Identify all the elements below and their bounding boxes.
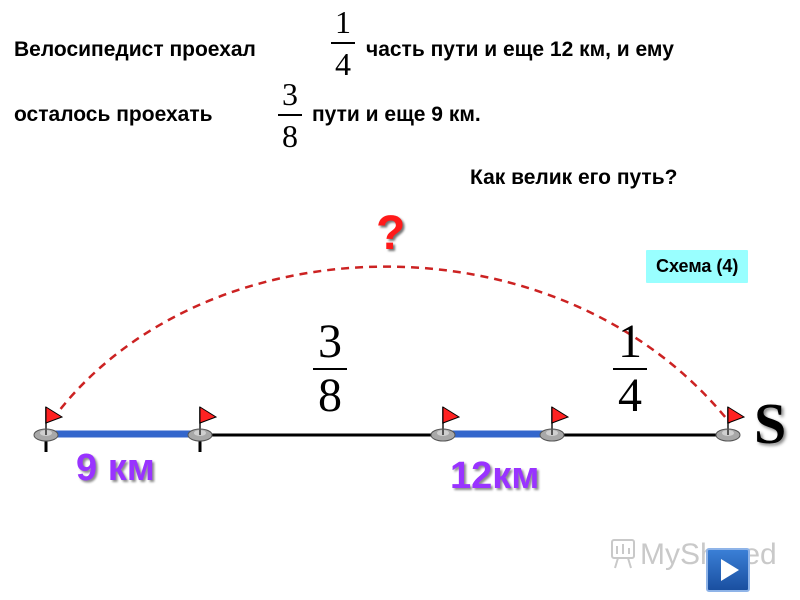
flag-icon xyxy=(539,406,570,442)
segment-9km-label: 9 км xyxy=(76,447,155,489)
next-arrow-icon xyxy=(721,559,739,581)
fraction-one-quarter-diagram: 1 4 xyxy=(612,318,648,420)
fraction-three-eighths-diagram: 3 8 xyxy=(312,318,348,420)
flag-icon xyxy=(715,406,746,442)
problem-line2-part1: осталось проехать xyxy=(14,103,213,126)
schema-badge[interactable]: Схема (4) xyxy=(646,250,749,283)
next-slide-button[interactable] xyxy=(706,548,750,592)
fraction-numerator: 3 xyxy=(318,315,342,368)
problem-line1-part1: Велосипедист проехал xyxy=(14,38,256,61)
fraction-bar xyxy=(613,368,647,370)
fraction-denominator: 4 xyxy=(335,46,351,82)
total-path-label: S xyxy=(754,391,787,456)
fraction-numerator: 1 xyxy=(335,4,351,40)
flag-icon xyxy=(33,406,64,442)
segment-12km-label: 12км xyxy=(450,455,540,497)
question-mark: ? xyxy=(376,207,406,260)
problem-line1-part2: часть пути и еще 12 км, и ему xyxy=(366,38,674,61)
fraction-bar xyxy=(331,42,355,44)
watermark-logo-icon xyxy=(611,539,635,569)
question-text: Как велик его путь? xyxy=(470,166,678,189)
fraction-three-eighths-text: 3 8 xyxy=(276,78,304,152)
fraction-denominator: 4 xyxy=(618,369,642,422)
fraction-bar xyxy=(278,114,302,116)
fraction-denominator: 8 xyxy=(318,369,342,422)
fraction-numerator: 3 xyxy=(282,76,298,112)
fraction-one-quarter-text: 1 4 xyxy=(330,6,356,80)
fraction-numerator: 1 xyxy=(618,315,642,368)
flag-icon xyxy=(187,406,218,442)
fraction-denominator: 8 xyxy=(282,118,298,154)
fraction-bar xyxy=(313,368,347,370)
problem-line2-part2: пути и еще 9 км. xyxy=(312,103,481,126)
flag-icon xyxy=(430,406,461,442)
